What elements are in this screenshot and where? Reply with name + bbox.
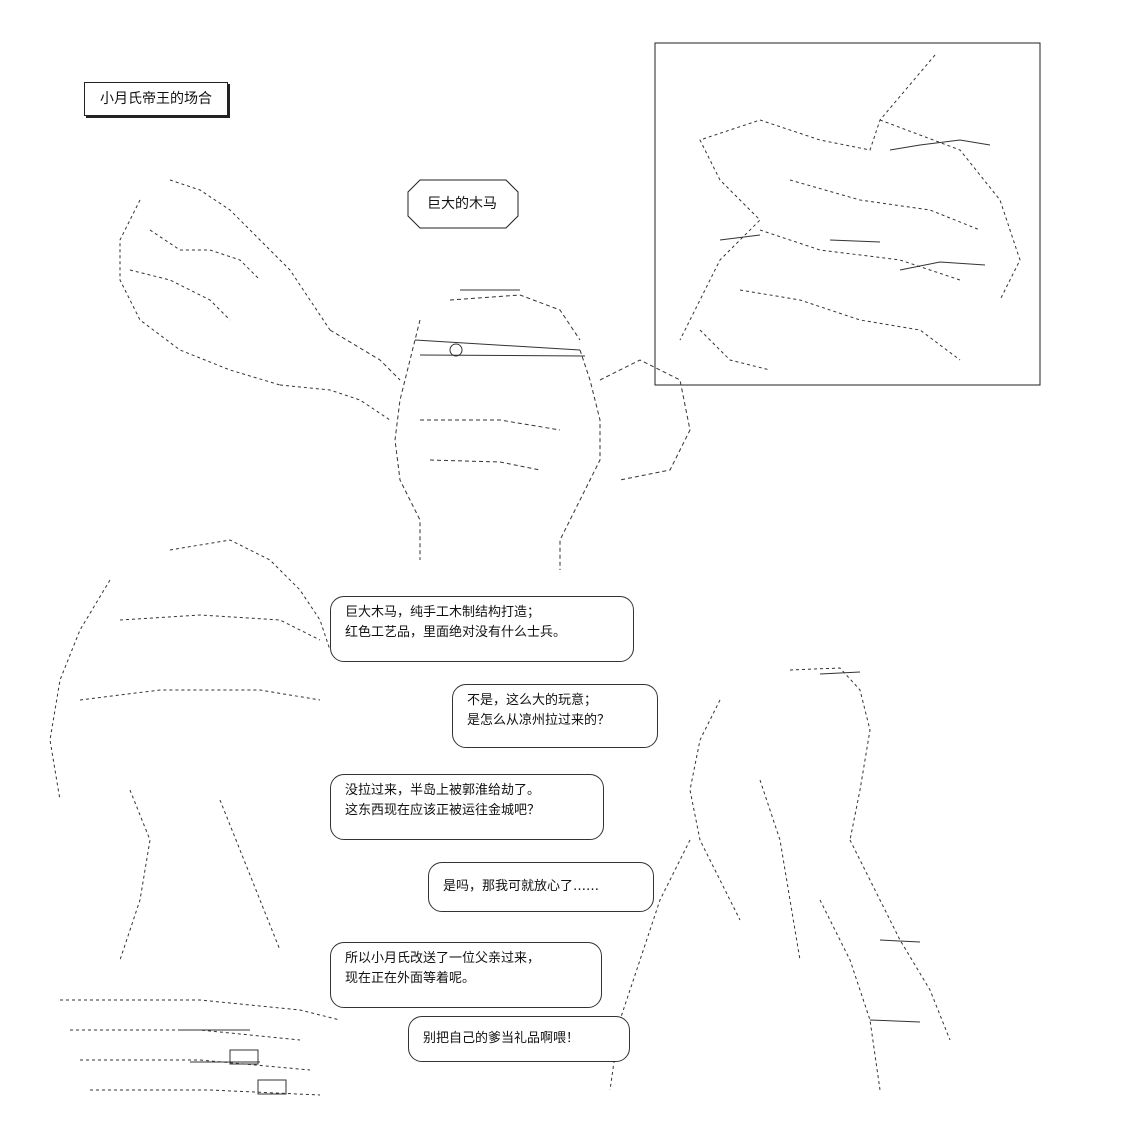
bubble-2-line-2: 是怎么从凉州拉过来的？ xyxy=(467,713,611,728)
left-character-solid xyxy=(180,1029,287,1095)
speech-bubble-6: 别把自己的爹当礼品啊喂！ xyxy=(408,1016,630,1062)
left-fist-figure xyxy=(119,179,391,421)
bubble-1-line-2: 红色工艺品，里面绝对没有什么士兵。 xyxy=(345,625,567,640)
speech-bubble-5: 所以小月氏改送了一位父亲过来， 现在正在外面等着呢。 xyxy=(330,942,602,1008)
bubble-2-line-1: 不是，这么大的玩意； xyxy=(467,693,598,708)
left-character xyxy=(49,539,341,1096)
speech-bubble-2: 不是，这么大的玩意； 是怎么从凉州拉过来的？ xyxy=(452,684,658,748)
speech-bubble-4: 是吗，那我可就放心了…… xyxy=(428,862,654,912)
bubble-4-line-1: 是吗，那我可就放心了…… xyxy=(443,879,600,894)
bubble-5-line-1: 所以小月氏改送了一位父亲过来， xyxy=(345,951,541,966)
panel-frame xyxy=(654,42,1041,386)
bubble-6-line-1: 别把自己的爹当礼品啊喂！ xyxy=(423,1031,580,1046)
horse-saddle xyxy=(414,289,586,357)
panel-creature xyxy=(679,54,1021,371)
object-title: 巨大的木马 xyxy=(427,196,497,212)
bubble-1-line-1: 巨大木马，纯手工木制结构打造； xyxy=(345,605,541,620)
speech-bubble-1: 巨大木马，纯手工木制结构打造； 红色工艺品，里面绝对没有什么士兵。 xyxy=(330,596,634,662)
bubble-3-line-1: 没拉过来，半岛上被郭淮给劫了。 xyxy=(345,783,541,798)
right-figure-solid xyxy=(819,671,921,1023)
speech-bubble-3: 没拉过来，半岛上被郭淮给劫了。 这东西现在应该正被运往金城吧？ xyxy=(330,774,604,840)
wooden-horse xyxy=(329,294,691,570)
scene-label: 小月氏帝王的场合 xyxy=(84,82,228,116)
panel-creature-solid xyxy=(719,139,991,271)
bubble-3-line-2: 这东西现在应该正被运往金城吧？ xyxy=(345,803,541,818)
bubble-5-line-2: 现在正在外面等着呢。 xyxy=(345,971,476,986)
